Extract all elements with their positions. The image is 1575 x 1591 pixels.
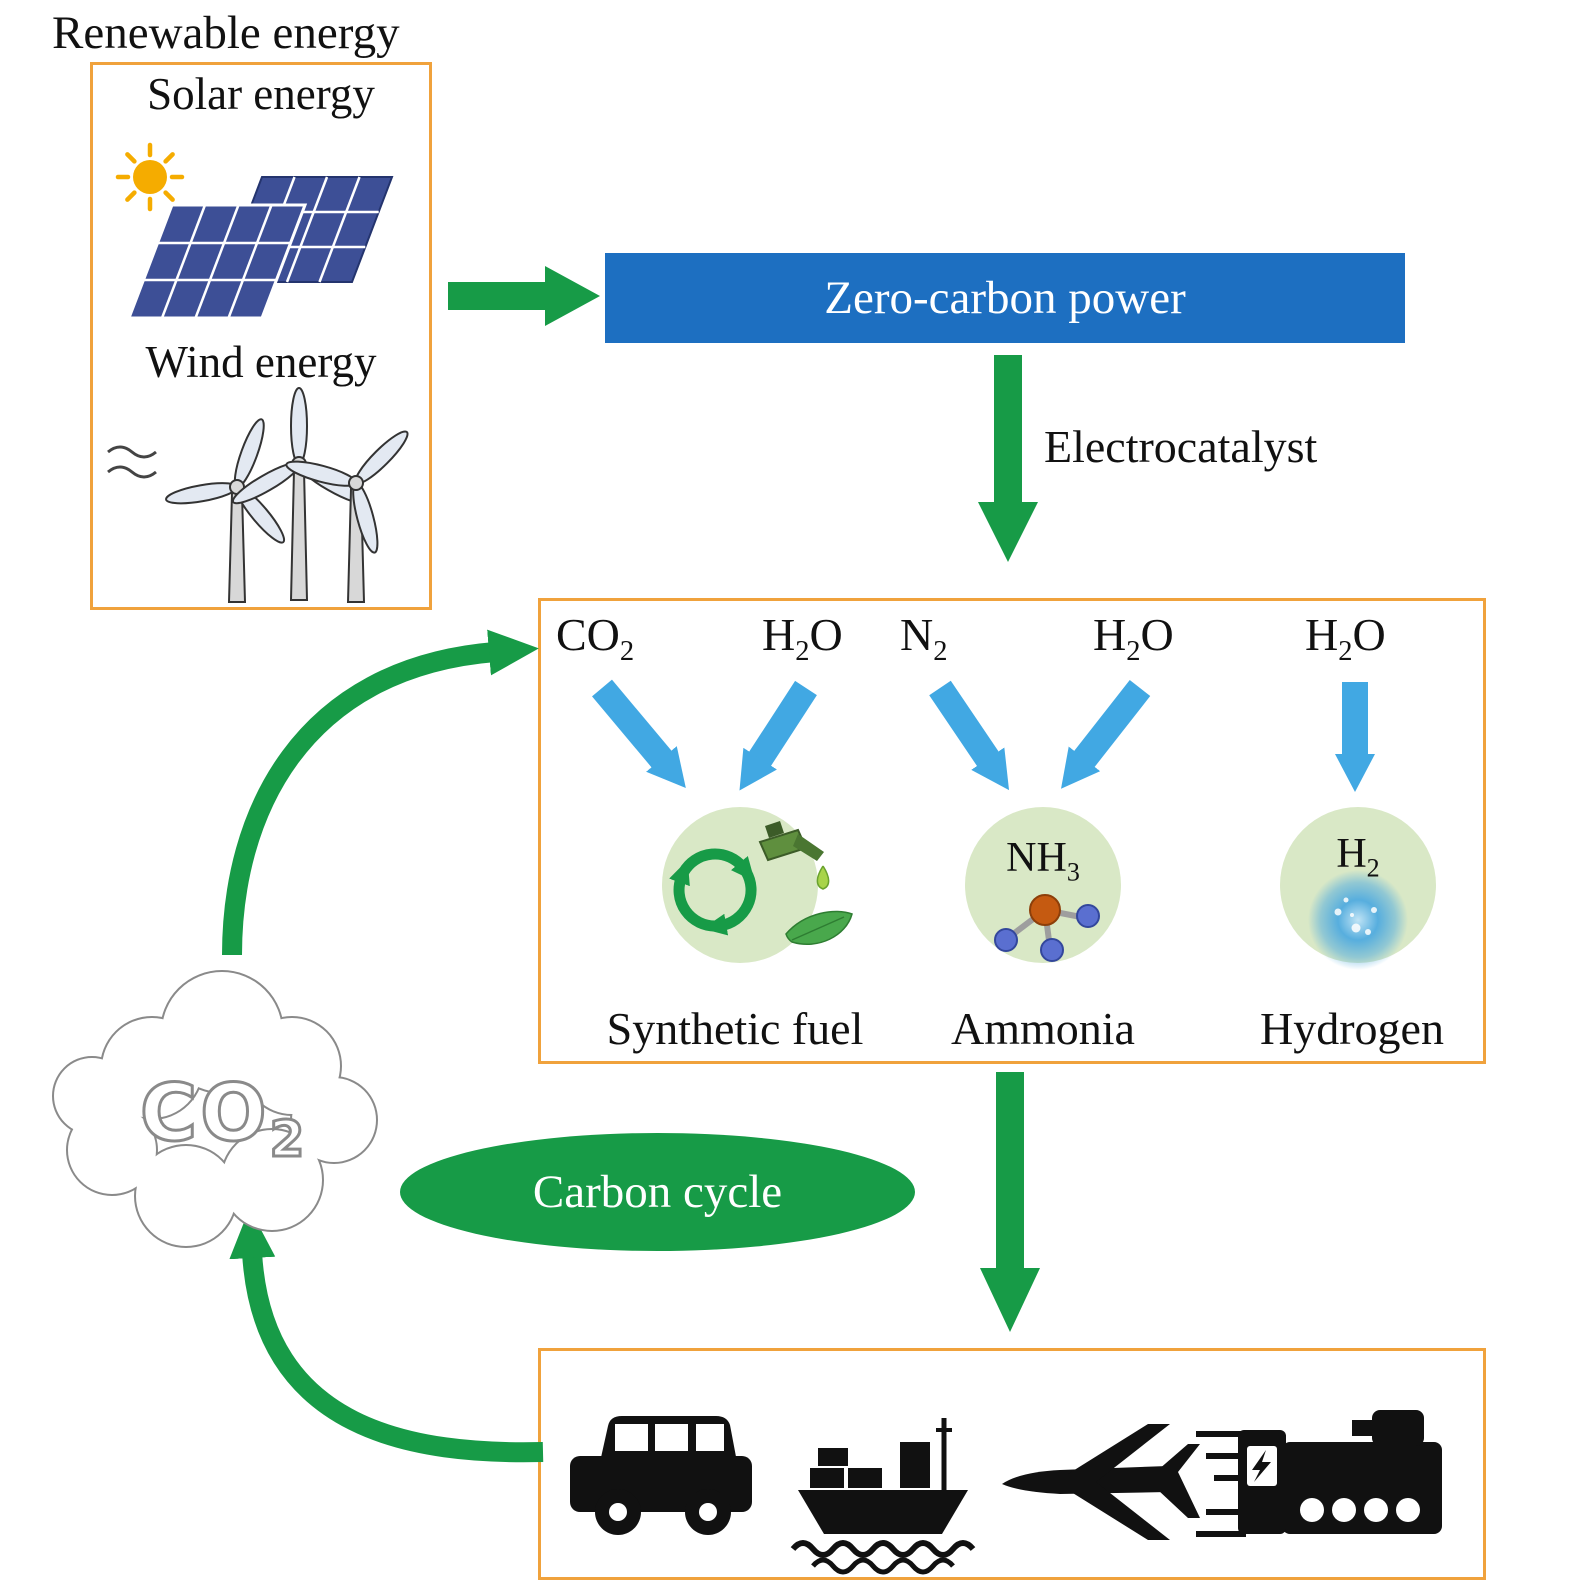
ammonia-molecule-icon <box>994 894 1100 962</box>
ship-icon <box>790 1418 976 1575</box>
hydrogen-symbol: H2 <box>1336 831 1380 883</box>
renewable-energy-title: Renewable energy <box>52 7 400 59</box>
input-n2: N2 <box>900 609 948 668</box>
airplane-icon <box>1002 1424 1252 1540</box>
arrow-power-to-products <box>978 355 1038 562</box>
hydrogen-bubbles-icon <box>1308 870 1408 970</box>
electrocatalyst-label: Electrocatalyst <box>1044 421 1318 472</box>
co2-cloud: CO2 <box>52 970 378 1248</box>
synthetic-fuel-label: Synthetic fuel <box>606 1003 864 1054</box>
carbon-cycle-ellipse: Carbon cycle <box>400 1133 915 1251</box>
carbon-cycle-label: Carbon cycle <box>532 1166 783 1218</box>
ammonia-symbol: NH3 <box>1006 835 1080 887</box>
arrow-products-to-vehicles <box>980 1072 1040 1332</box>
generator-icon <box>1238 1410 1442 1534</box>
ammonia-label: Ammonia <box>951 1003 1135 1054</box>
solar-panel-icon <box>126 176 394 320</box>
input-h2o-3: H2O <box>1305 609 1386 668</box>
renewable-energy-box <box>90 62 432 610</box>
fuel-nozzle-icon <box>758 821 830 890</box>
wind-energy-label: Wind energy <box>145 337 377 387</box>
electrocatalysis-products-box <box>538 598 1486 1064</box>
input-arrows <box>592 679 1375 792</box>
recycle-icon <box>669 848 757 936</box>
leaf-icon <box>785 910 853 946</box>
zero-carbon-power-label: Zero-carbon power <box>824 272 1186 324</box>
hydrogen-label: Hydrogen <box>1260 1003 1444 1054</box>
co2-cloud-label: CO2 <box>140 1069 307 1168</box>
carbon-cycle-arrow-cloud-to-products <box>222 629 539 956</box>
input-co2: CO2 <box>556 609 635 668</box>
wind-turbines-icon <box>107 387 409 603</box>
arrow-renewable-to-power <box>448 266 600 326</box>
input-h2o-1: H2O <box>762 609 843 668</box>
solar-energy-label: Solar energy <box>147 69 375 119</box>
sun-icon <box>115 142 185 212</box>
input-h2o-2: H2O <box>1093 609 1174 668</box>
carbon-cycle-arrow-vehicles-to-cloud <box>229 1208 544 1463</box>
zero-carbon-power-bar: Zero-carbon power <box>605 253 1405 343</box>
applications-box <box>538 1348 1486 1580</box>
car-icon <box>570 1416 752 1535</box>
